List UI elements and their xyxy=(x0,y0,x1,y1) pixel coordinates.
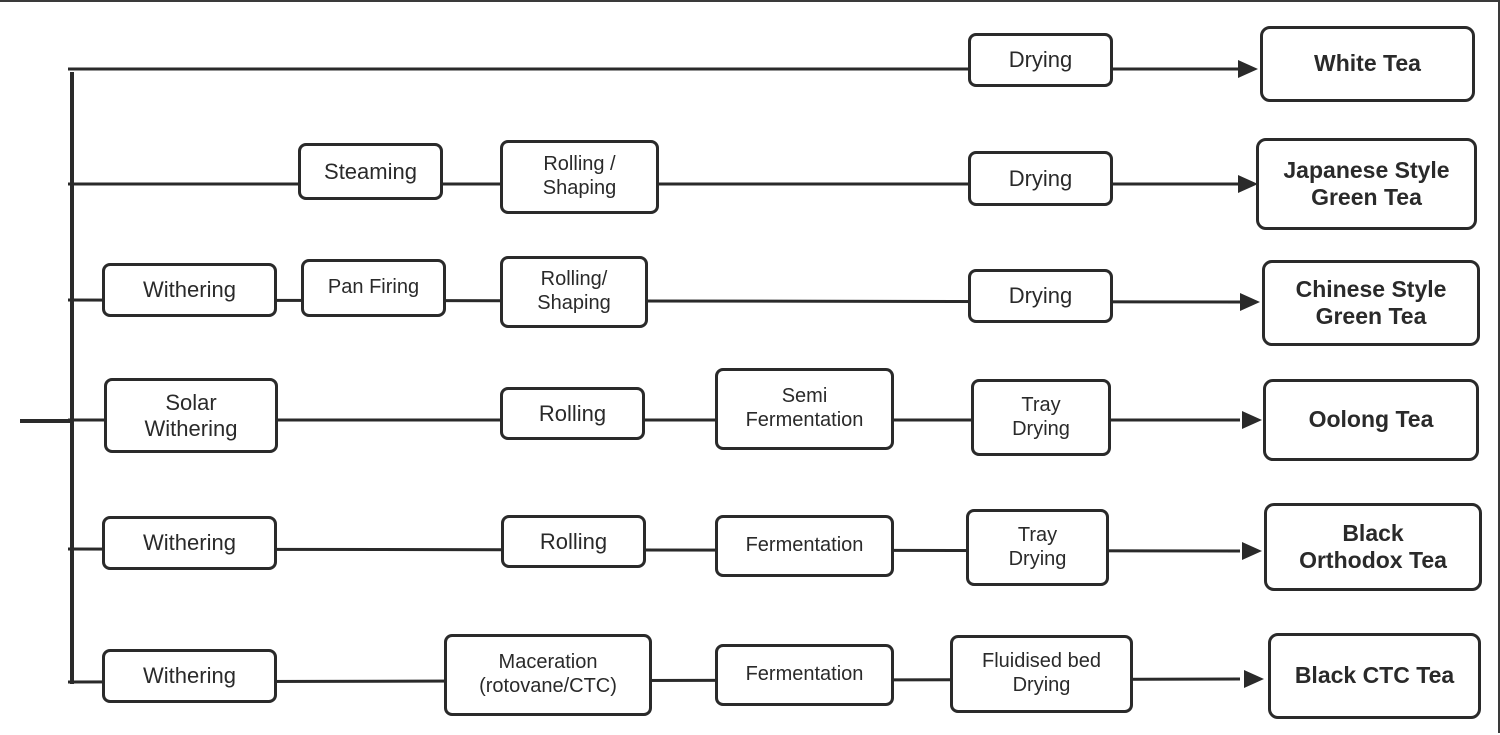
step-box-solar-withering: Solar Withering xyxy=(104,378,278,453)
step-box-drying: Drying xyxy=(968,269,1113,323)
product-box-black-orthodox-tea: Black Orthodox Tea xyxy=(1264,503,1482,591)
step-box-rolling-shaping: Rolling/ Shaping xyxy=(500,256,648,328)
step-box-steaming: Steaming xyxy=(298,143,443,200)
arrowhead-black-ctc xyxy=(1244,670,1264,688)
arrowhead-black-orthodox xyxy=(1242,542,1262,560)
arrowhead-white xyxy=(1238,60,1258,78)
product-box-japanese-style-green-tea: Japanese Style Green Tea xyxy=(1256,138,1477,230)
product-box-chinese-style-green-tea: Chinese Style Green Tea xyxy=(1262,260,1480,346)
arrowhead-chinese-green xyxy=(1240,293,1260,311)
step-box-semi-fermentation: Semi Fermentation xyxy=(715,368,894,450)
step-box-tray-drying: Tray Drying xyxy=(966,509,1109,586)
step-box-rolling-shaping: Rolling / Shaping xyxy=(500,140,659,214)
step-box-pan-firing: Pan Firing xyxy=(301,259,446,317)
product-box-white-tea: White Tea xyxy=(1260,26,1475,102)
product-box-black-ctc-tea: Black CTC Tea xyxy=(1268,633,1481,719)
arrowhead-oolong xyxy=(1242,411,1262,429)
step-box-fermentation: Fermentation xyxy=(715,644,894,706)
step-box-drying: Drying xyxy=(968,33,1113,87)
step-box-rolling: Rolling xyxy=(501,515,646,568)
arrowhead-japanese-green xyxy=(1238,175,1258,193)
product-box-oolong-tea: Oolong Tea xyxy=(1263,379,1479,461)
step-box-withering: Withering xyxy=(102,516,277,570)
step-box-rolling: Rolling xyxy=(500,387,645,440)
step-box-fermentation: Fermentation xyxy=(715,515,894,577)
step-box-maceration: Maceration (rotovane/CTC) xyxy=(444,634,652,716)
step-box-withering: Withering xyxy=(102,649,277,703)
step-box-fluidised-bed-drying: Fluidised bed Drying xyxy=(950,635,1133,713)
step-box-drying: Drying xyxy=(968,151,1113,206)
step-box-withering: Withering xyxy=(102,263,277,317)
step-box-tray-drying: Tray Drying xyxy=(971,379,1111,456)
